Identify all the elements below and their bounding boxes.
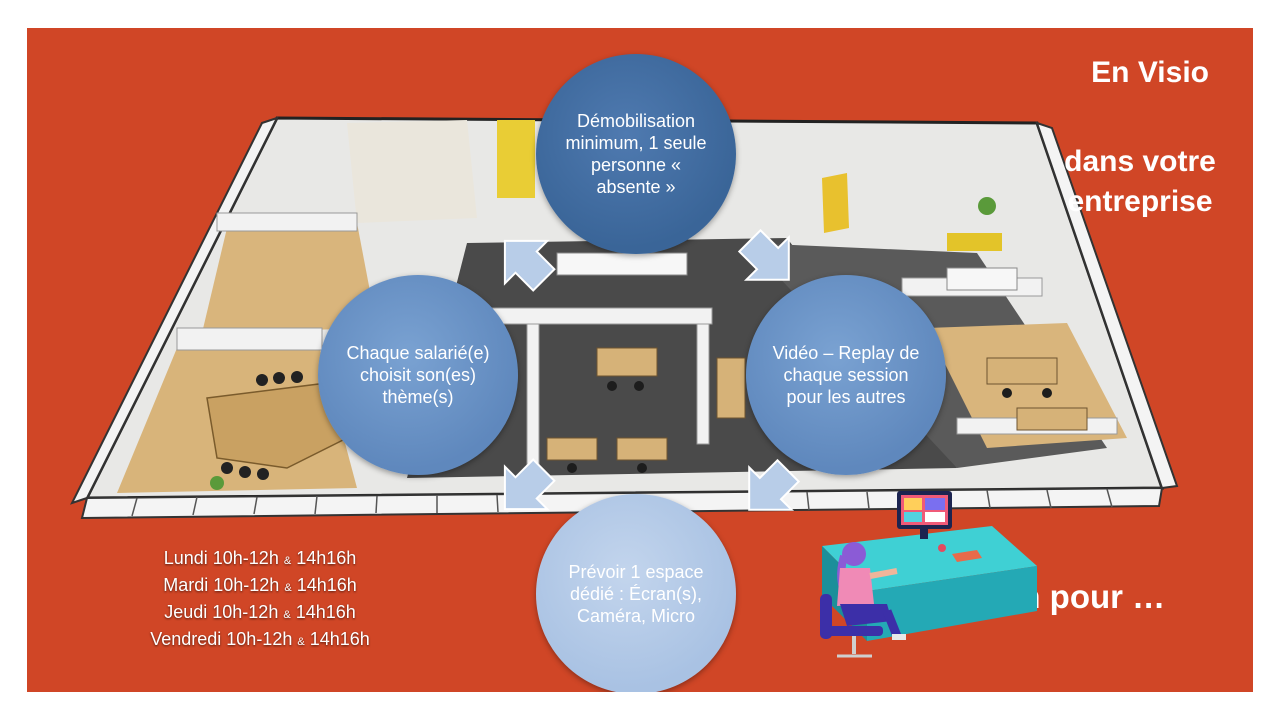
step-espace-dedie: Prévoir 1 espace dédié : Écran(s), Camér… — [536, 494, 736, 692]
schedule-day: Lundi — [163, 548, 208, 568]
step-choix-theme-text: Chaque salarié(e) choisit son(es) thème(… — [346, 343, 490, 407]
schedule-amp: & — [284, 582, 292, 594]
schedule-amp: & — [283, 609, 291, 621]
schedule-afternoon: 14h16h — [296, 548, 357, 568]
step-espace-dedie-text: Prévoir 1 espace dédié : Écran(s), Camér… — [568, 562, 704, 626]
schedule-morning: 10h-12h — [213, 575, 280, 595]
schedule-morning: 10h-12h — [212, 548, 279, 568]
title-en-visio: En Visio — [1091, 56, 1209, 89]
step-demobilisation: Démobilisation minimum, 1 seule personne… — [536, 54, 736, 254]
schedule-afternoon: 14h16h — [295, 602, 356, 622]
step-choix-theme: Chaque salarié(e) choisit son(es) thème(… — [318, 275, 518, 475]
schedule-row: Jeudi 10h-12h & 14h16h — [127, 600, 393, 627]
schedule-row: Vendredi 10h-12h & 14h16h — [127, 627, 393, 654]
step-video-replay: Vidéo – Replay de chaque session pour le… — [746, 275, 946, 475]
slide: Démobilisation minimum, 1 seule personne… — [27, 28, 1253, 692]
step-video-replay-text: Vidéo – Replay de chaque session pour le… — [772, 343, 920, 407]
schedule-afternoon: 14h16h — [309, 629, 370, 649]
schedule-day: Mardi — [163, 575, 209, 595]
person-at-desk-illustration — [820, 491, 1037, 658]
schedule-morning: 10h-12h — [212, 602, 279, 622]
schedule-row: Lundi 10h-12h & 14h16h — [127, 546, 393, 573]
step-demobilisation-text: Démobilisation minimum, 1 seule personne… — [565, 111, 707, 197]
schedule-afternoon: 14h16h — [296, 575, 357, 595]
schedule-amp: & — [297, 636, 305, 648]
schedule: Lundi 10h-12h & 14h16h Mardi 10h-12h & 1… — [127, 546, 393, 654]
schedule-morning: 10h-12h — [226, 629, 293, 649]
schedule-day: Jeudi — [164, 602, 208, 622]
schedule-day: Vendredi — [150, 629, 222, 649]
schedule-row: Mardi 10h-12h & 14h16h — [127, 573, 393, 600]
schedule-amp: & — [283, 555, 292, 567]
title-dans-votre-entreprise: dans votre entreprise — [1064, 145, 1216, 218]
